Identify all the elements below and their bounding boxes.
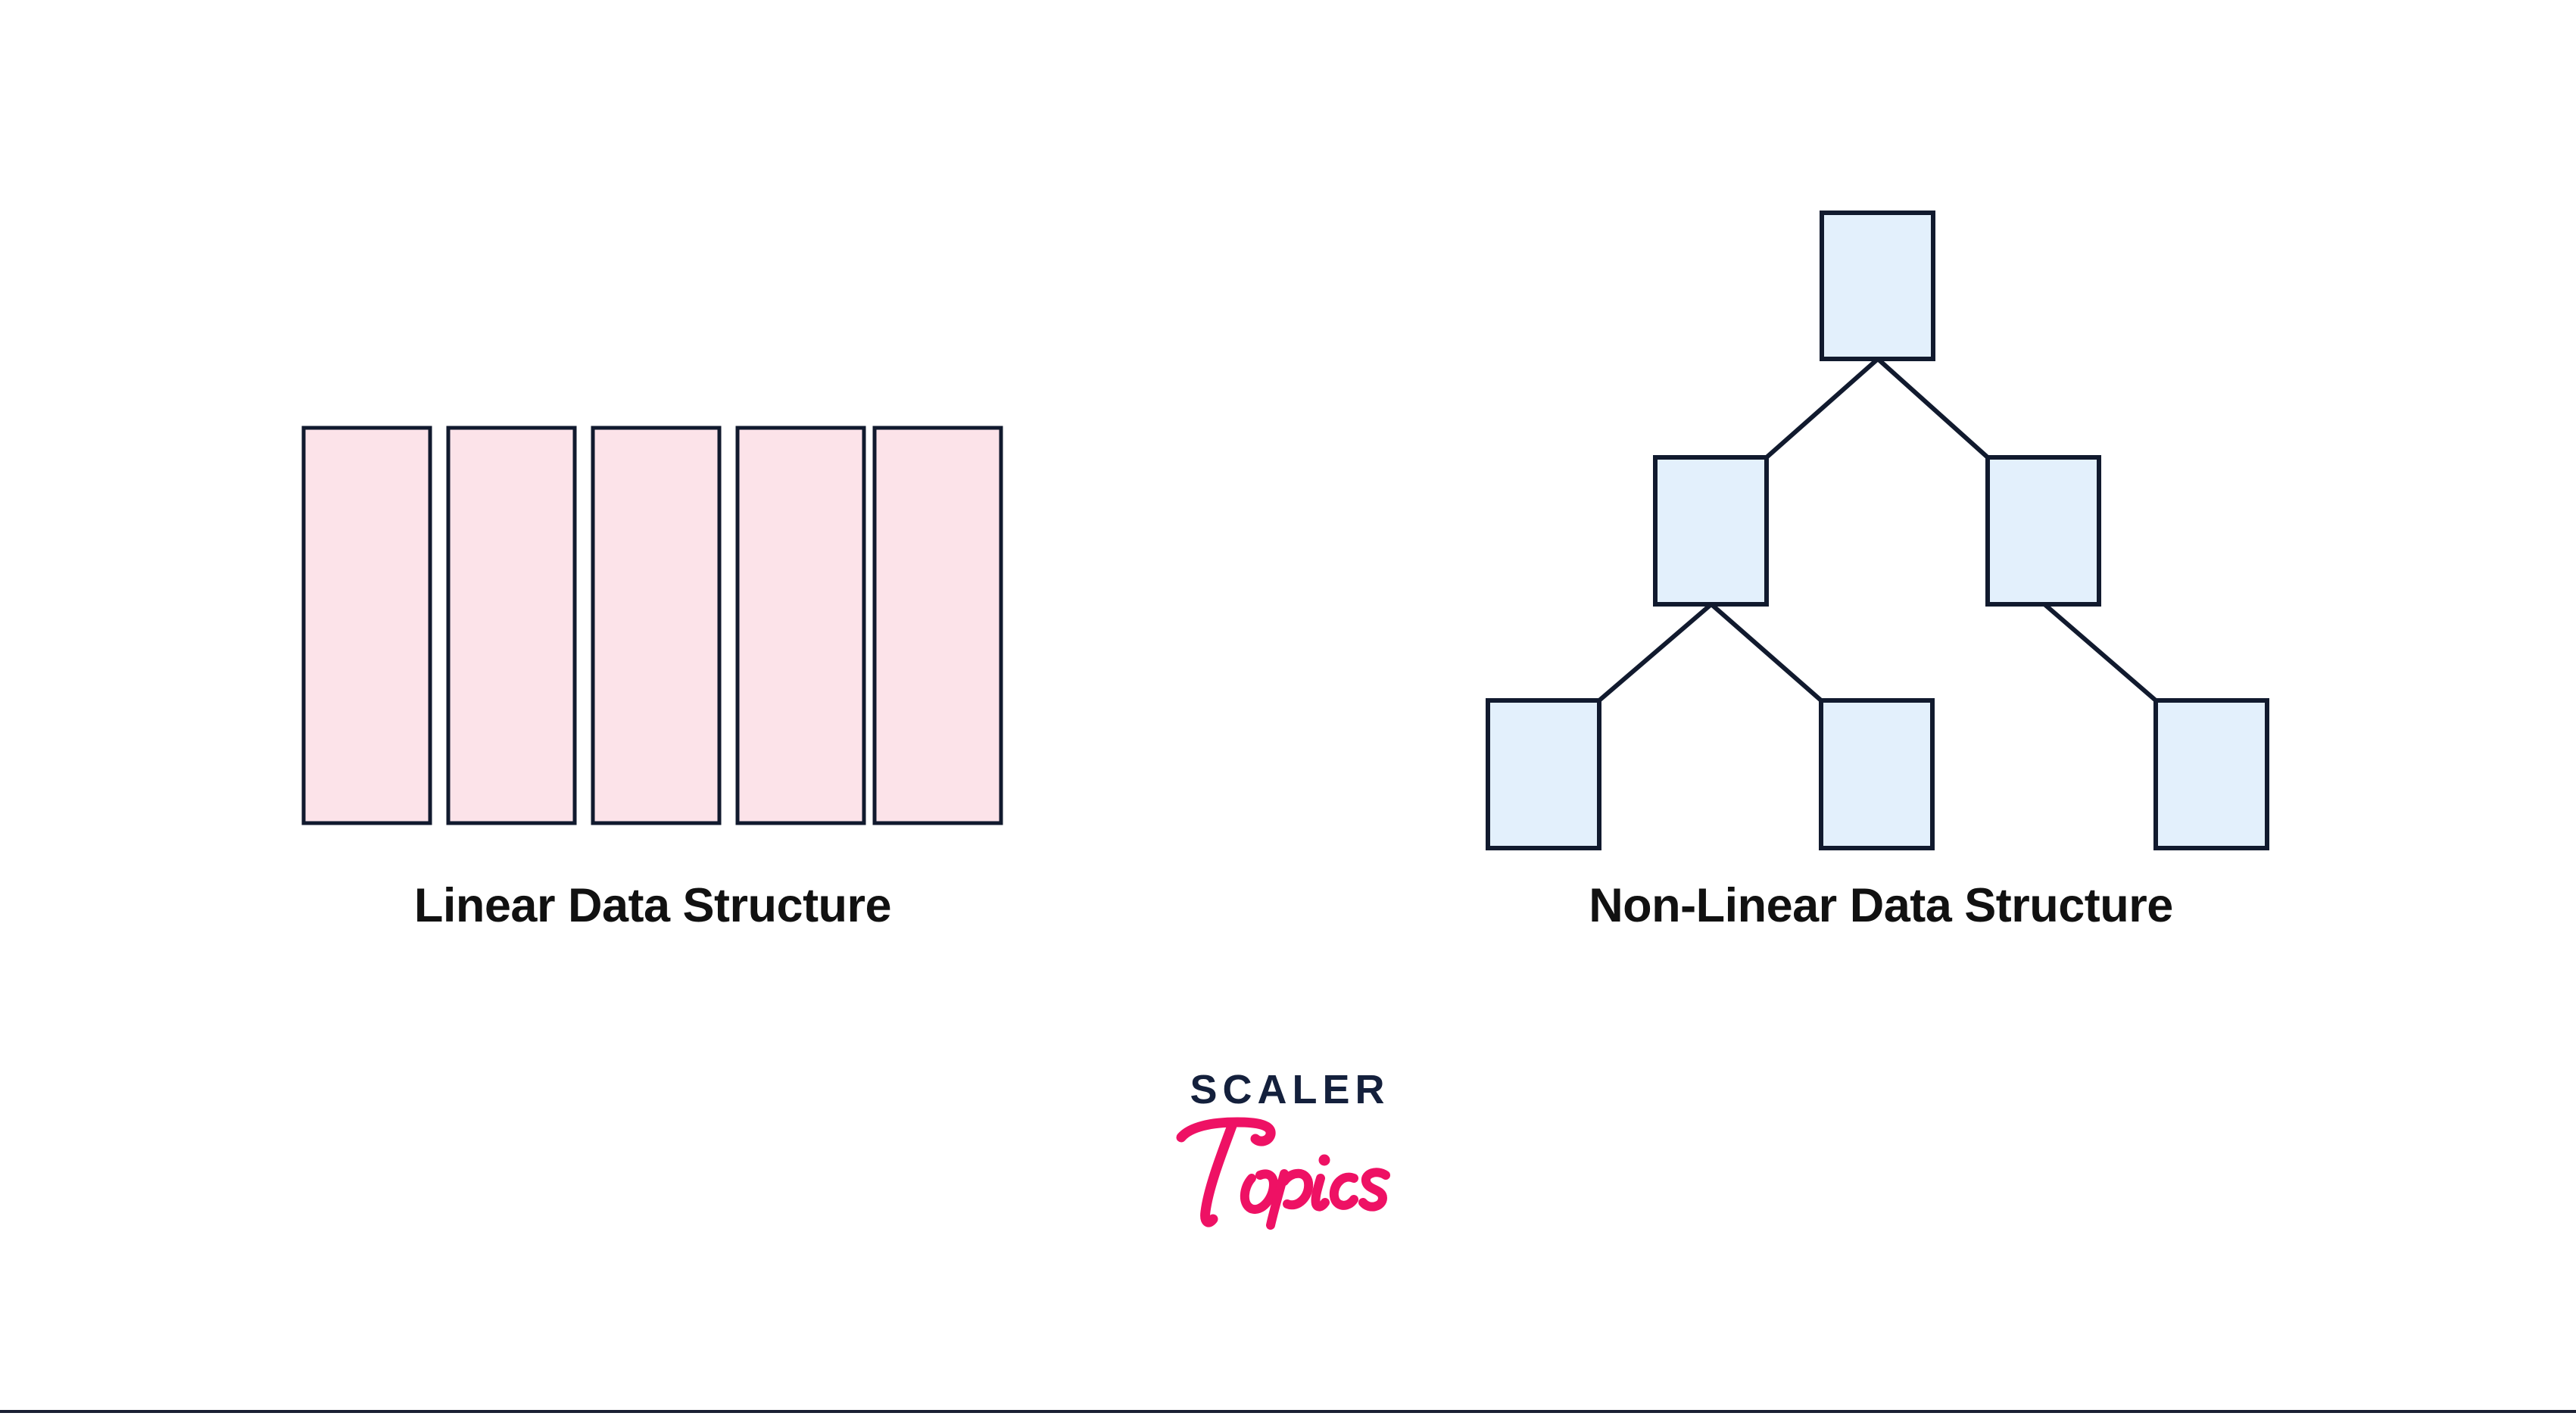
logo-topics-script [1176,1117,1390,1230]
linear-structure-group [301,426,1003,825]
bottom-divider [0,1410,2576,1413]
linear-cell-5 [872,426,1003,825]
linear-cell-4 [735,426,866,825]
tree-edge-root-to-n-right [1876,357,1990,460]
logo-wordmark: SCALER [1190,1067,1390,1112]
tree-edge-n-left-to-leaf-2 [1710,602,1823,703]
tree-nodes-group [1486,211,2269,850]
nonlinear-structure-label: Non-Linear Data Structure [1589,879,2173,932]
tree-node-leaf-1 [1486,698,1601,850]
tree-node-leaf-2 [1819,698,1935,850]
tree-edge-n-right-to-leaf-3 [2043,602,2157,703]
linear-cell-2 [446,426,577,825]
tree-edges-group [1598,357,2157,703]
tree-node-n-right [1985,455,2101,607]
scaler-topics-logo: SCALER [1159,1069,1416,1258]
linear-cell-3 [591,426,722,825]
tree-node-leaf-3 [2153,698,2269,850]
tree-node-n-left [1653,455,1769,607]
tree-edge-root-to-n-left [1765,357,1879,460]
linear-structure-label: Linear Data Structure [413,879,892,932]
tree-edge-n-left-to-leaf-1 [1598,602,1713,703]
linear-cell-1 [301,426,432,825]
tree-node-root [1820,211,1935,361]
